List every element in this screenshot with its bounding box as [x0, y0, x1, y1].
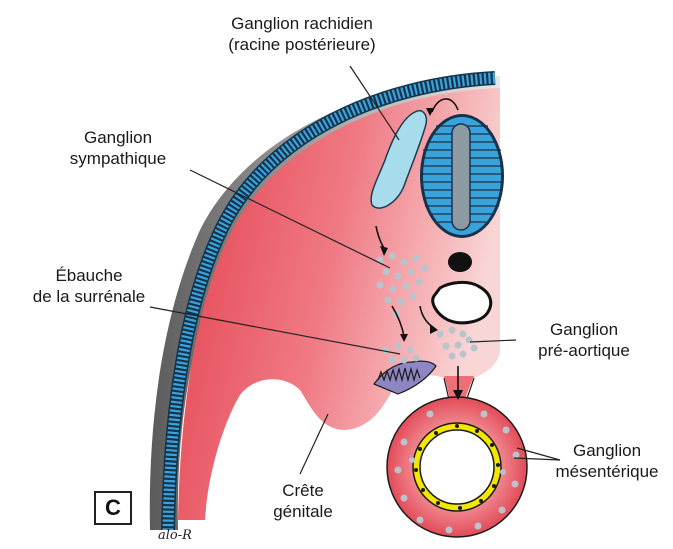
label-line: sympathique: [48, 148, 188, 169]
label-ebauche-surrenale: Ébauche de la surrénale: [14, 265, 164, 307]
label-ganglion-preaortique: Ganglion pré-aortique: [514, 319, 654, 361]
label-line: Crête: [248, 480, 358, 501]
label-line: Ganglion: [514, 319, 654, 340]
artist-signature: alo-R: [158, 528, 192, 543]
aorta: [433, 282, 491, 322]
label-crete-genitale: Crête génitale: [248, 480, 358, 522]
label-ganglion-sympathique: Ganglion sympathique: [48, 127, 188, 169]
label-line: génitale: [248, 501, 358, 522]
label-line: mésentérique: [543, 461, 671, 482]
panel-letter: C: [94, 491, 132, 525]
label-line: Ganglion: [48, 127, 188, 148]
notochord: [448, 252, 472, 272]
label-line: de la surrénale: [14, 286, 164, 307]
neural-tube: [420, 114, 504, 238]
label-line: pré-aortique: [514, 340, 654, 361]
gut-tube: [387, 397, 527, 537]
label-ganglion-mesenterique: Ganglion mésentérique: [543, 440, 671, 482]
label-line: Ganglion rachidien: [204, 13, 400, 34]
label-line: (racine postérieure): [204, 34, 400, 55]
label-ganglion-rachidien: Ganglion rachidien (racine postérieure): [204, 13, 400, 55]
label-line: Ganglion: [543, 440, 671, 461]
label-line: Ébauche: [14, 265, 164, 286]
